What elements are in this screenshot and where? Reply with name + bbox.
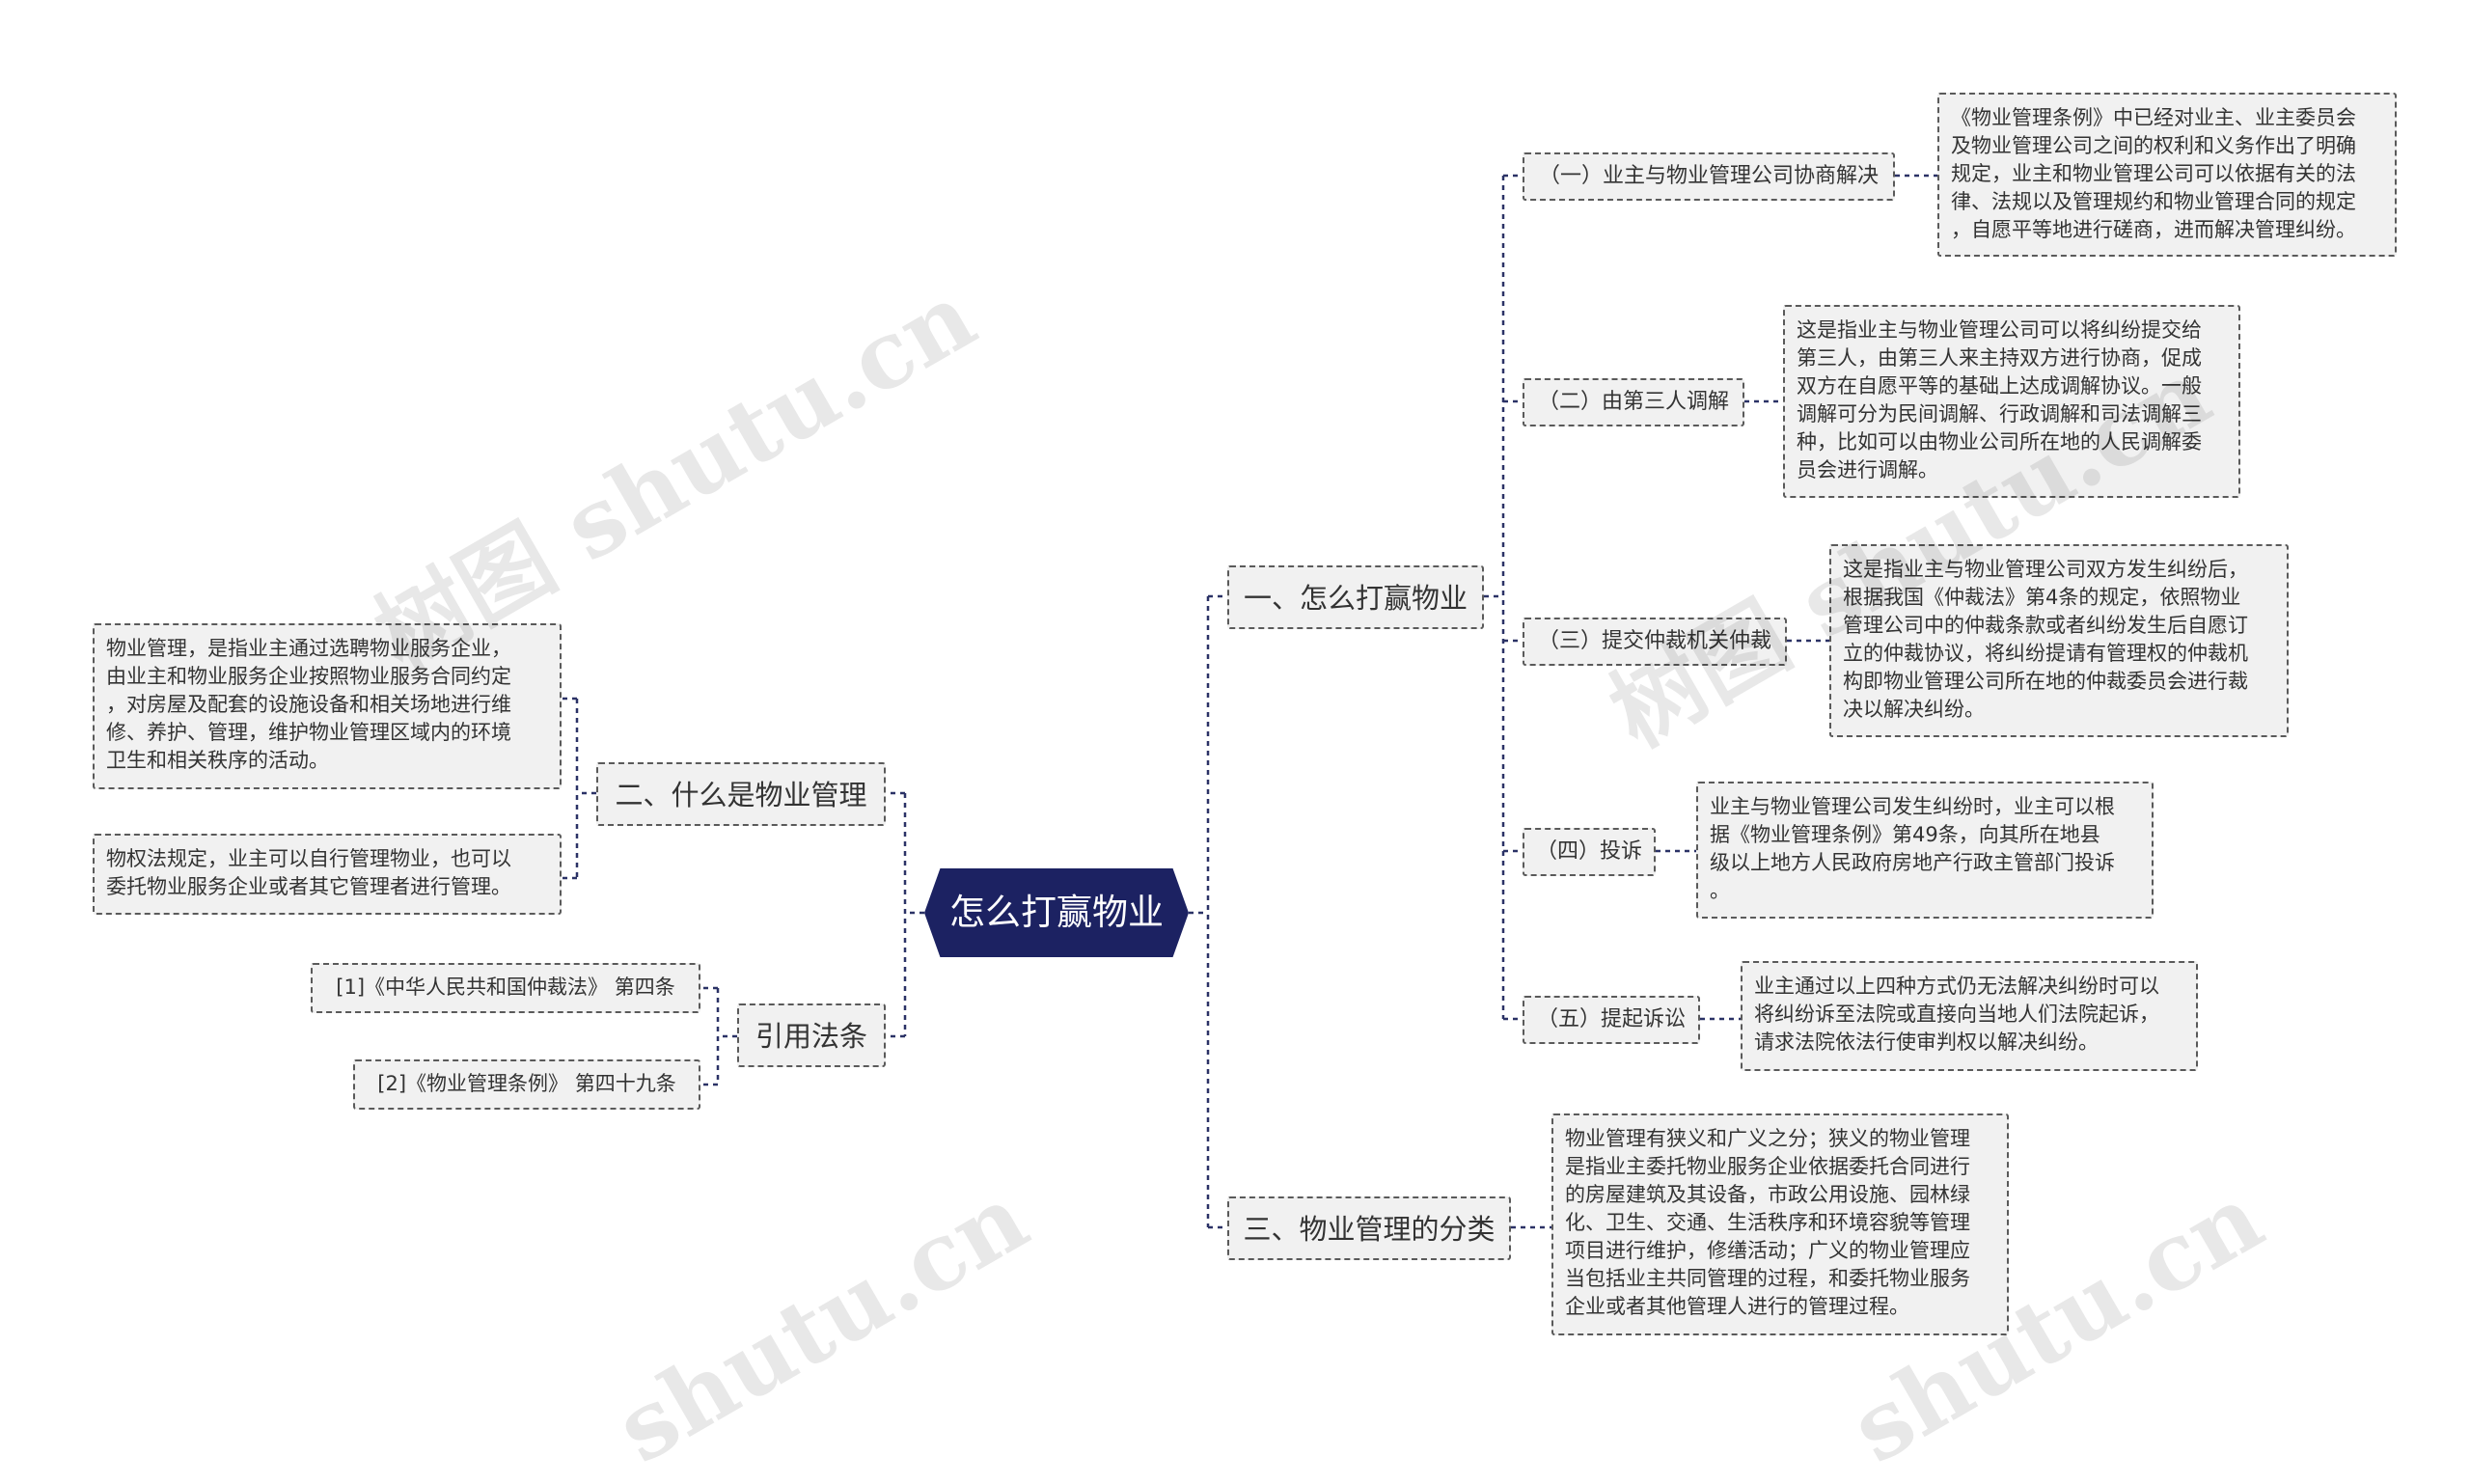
branch-what-is-property-management[interactable]: 二、什么是物业管理	[596, 762, 886, 826]
sub-label: （一）业主与物业管理公司协商解决	[1538, 164, 1879, 188]
branch-label: 一、怎么打赢物业	[1243, 582, 1468, 615]
leaf-text: 这是指业主与物业管理公司可以将纠纷提交给 第三人，由第三人来主持双方进行协商，促…	[1797, 318, 2202, 481]
sub-litigation[interactable]: （五）提起诉讼	[1523, 996, 1700, 1044]
root-node[interactable]: 怎么打赢物业	[924, 868, 1189, 957]
ref-label: [1]《中华人民共和国仲裁法》 第四条	[336, 976, 675, 999]
branch-label: 三、物业管理的分类	[1243, 1213, 1496, 1246]
leaf-text: 物权法规定，业主可以自行管理物业，也可以 委托物业服务企业或者其它管理者进行管理…	[106, 847, 511, 898]
sub-label: （五）提起诉讼	[1536, 1007, 1686, 1031]
sub-arbitration[interactable]: （三）提交仲裁机关仲裁	[1523, 618, 1787, 666]
leaf-arbitration-detail[interactable]: 这是指业主与物业管理公司双方发生纠纷后， 根据我国《仲裁法》第4条的规定，依照物…	[1829, 544, 2289, 737]
leaf-text: 这是指业主与物业管理公司双方发生纠纷后， 根据我国《仲裁法》第4条的规定，依照物…	[1843, 558, 2248, 721]
sub-label: （三）提交仲裁机关仲裁	[1537, 629, 1771, 653]
ref-property-regulation[interactable]: [2]《物业管理条例》 第四十九条	[353, 1059, 700, 1110]
sub-mediation[interactable]: （二）由第三人调解	[1523, 378, 1744, 426]
root-label: 怎么打赢物业	[949, 892, 1164, 933]
leaf-text: 业主通过以上四种方式仍无法解决纠纷时可以 将纠纷诉至法院或直接向当地人们法院起诉…	[1754, 975, 2159, 1054]
connector-lines	[562, 174, 1937, 1229]
mind-map-canvas: 怎么打赢物业 一、怎么打赢物业 二、什么是物业管理 引用法条 三、物业管理的分类…	[93, 93, 2397, 1484]
leaf-mediation-detail[interactable]: 这是指业主与物业管理公司可以将纠纷提交给 第三人，由第三人来主持双方进行协商，促…	[1783, 305, 2240, 498]
branch-classification[interactable]: 三、物业管理的分类	[1227, 1196, 1511, 1260]
leaf-complaint-detail[interactable]: 业主与物业管理公司发生纠纷时，业主可以根 据《物业管理条例》第49条，向其所在地…	[1696, 782, 2154, 919]
leaf-text: 业主与物业管理公司发生纠纷时，业主可以根 据《物业管理条例》第49条，向其所在地…	[1710, 795, 2115, 902]
branch-how-to-win[interactable]: 一、怎么打赢物业	[1227, 565, 1484, 629]
branch-label: 引用法条	[755, 1020, 867, 1053]
sub-label: （四）投诉	[1535, 839, 1642, 864]
sub-complaint[interactable]: （四）投诉	[1523, 828, 1656, 876]
ref-arbitration-law[interactable]: [1]《中华人民共和国仲裁法》 第四条	[311, 963, 700, 1013]
sub-negotiation[interactable]: （一）业主与物业管理公司协商解决	[1523, 152, 1895, 201]
ref-label: [2]《物业管理条例》 第四十九条	[377, 1072, 676, 1095]
branch-label: 二、什么是物业管理	[615, 779, 867, 811]
leaf-definition-detail[interactable]: 物业管理，是指业主通过选聘物业服务企业， 由业主和物业服务企业按照物业服务合同约…	[93, 623, 562, 789]
leaf-classification-detail[interactable]: 物业管理有狭义和广义之分；狭义的物业管理 是指业主委托物业服务企业依据委托合同进…	[1551, 1113, 2009, 1335]
leaf-text: 物业管理，是指业主通过选聘物业服务企业， 由业主和物业服务企业按照物业服务合同约…	[106, 637, 511, 772]
branch-cited-laws[interactable]: 引用法条	[737, 1003, 886, 1067]
leaf-negotiation-detail[interactable]: 《物业管理条例》中已经对业主、业主委员会 及物业管理公司之间的权利和义务作出了明…	[1937, 93, 2397, 257]
leaf-litigation-detail[interactable]: 业主通过以上四种方式仍无法解决纠纷时可以 将纠纷诉至法院或直接向当地人们法院起诉…	[1741, 961, 2198, 1071]
leaf-text: 《物业管理条例》中已经对业主、业主委员会 及物业管理公司之间的权利和义务作出了明…	[1951, 106, 2356, 241]
sub-label: （二）由第三人调解	[1537, 390, 1729, 414]
leaf-text: 物业管理有狭义和广义之分；狭义的物业管理 是指业主委托物业服务企业依据委托合同进…	[1565, 1127, 1970, 1318]
leaf-property-law-detail[interactable]: 物权法规定，业主可以自行管理物业，也可以 委托物业服务企业或者其它管理者进行管理…	[93, 834, 562, 915]
